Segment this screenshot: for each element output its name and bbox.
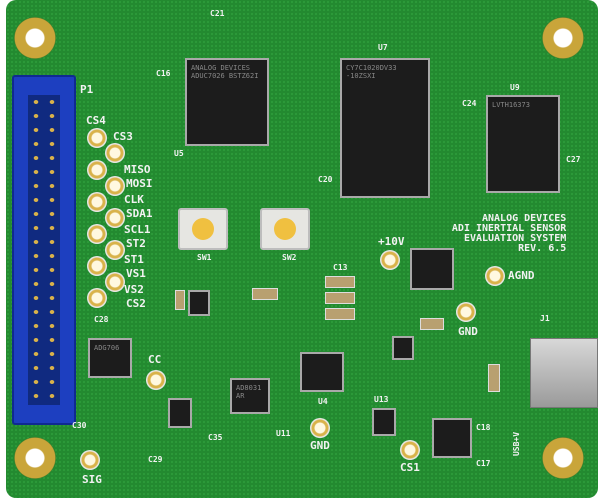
latch-u9: LVTH16373 [486,95,560,193]
chip-u1 [188,290,210,316]
ref-label: U13 [374,395,389,404]
switch-label: SW1 [197,253,212,262]
ref-label: C20 [318,175,333,184]
pin-label: SDA1 [126,207,153,220]
capacitor [488,364,500,392]
chip-marking: CY7C1020DV33 -10ZSXI [346,64,397,81]
usb-connector-j1[interactable] [530,338,598,408]
pin-label: VS1 [126,267,146,280]
chip-marking: ADG706 [94,344,120,352]
mounting-hole [542,17,584,59]
test-point [105,208,125,228]
chip-u13 [372,408,396,436]
test-point-gnd[interactable] [456,302,476,322]
capacitor [420,318,444,330]
ref-label: U11 [276,429,291,438]
test-point [87,288,107,308]
subtitle-text: EVALUATION SYSTEM [463,233,567,244]
capacitor [325,308,355,320]
ref-label: C27 [566,155,581,164]
test-point-cs1[interactable] [400,440,420,460]
ref-label: J1 [540,314,550,323]
mounting-hole [14,437,56,479]
power-label: GND [310,439,330,452]
pin-label: SCL1 [124,223,151,236]
power-label: GND [458,325,478,338]
ribbon-connector-p1 [12,75,76,425]
chip-u3 [392,336,414,360]
pin-label: VS2 [124,283,144,296]
chip-u4 [300,352,344,392]
test-point [105,272,125,292]
pin-label: CLK [124,193,144,206]
power-label: AGND [508,269,535,282]
chip-marking: AD8031 AR [236,384,262,401]
power-label: USB+V [512,431,522,457]
chip-u2 [410,248,454,290]
ref-label: C18 [476,423,491,432]
test-point-10v[interactable] [380,250,400,270]
pin-label: ST1 [124,253,144,266]
ref-label: C13 [333,263,348,272]
board-text: ANALOG DEVICES ADI INERTIAL SENSOR EVALU… [426,214,566,254]
push-button-sw1[interactable] [178,208,228,250]
title-text: ADI INERTIAL SENSOR [451,223,567,234]
power-label: +10V [378,235,405,248]
capacitor [325,276,355,288]
capacitor [252,288,278,300]
revision-text: REV. 6.5 [518,243,567,254]
mounting-hole [14,17,56,59]
pin-label: MOSI [126,177,153,190]
chip-u12 [432,418,472,458]
ref-label: C17 [476,459,491,468]
test-point-sig[interactable] [80,450,100,470]
pin-label: CS3 [113,130,133,143]
pin-label: CS4 [86,114,106,127]
ref-label: U4 [318,397,328,406]
capacitor [175,290,185,310]
opamp-u11: AD8031 AR [230,378,270,414]
ref-label: U5 [174,149,184,158]
ref-label: C28 [94,315,109,324]
test-point [105,143,125,163]
ref-label: C21 [210,9,225,18]
ref-label: U9 [510,83,520,92]
test-point [87,256,107,276]
ref-label: U7 [378,43,388,52]
connector-label: P1 [80,83,94,96]
ref-label: C35 [208,433,223,442]
test-point [87,192,107,212]
connector-pins [28,95,60,405]
pin-label: CS2 [126,297,146,310]
test-point-gnd[interactable] [310,418,330,438]
power-label: CC [148,353,162,366]
brand-text: ANALOG DEVICES [482,213,567,224]
switch-label: SW2 [282,253,297,262]
mounting-hole [542,437,584,479]
test-point [87,224,107,244]
test-point-cc[interactable] [146,370,166,390]
mux-u8: ADG706 [88,338,132,378]
test-point [105,240,125,260]
push-button-sw2[interactable] [260,208,310,250]
test-point-agnd[interactable] [485,266,505,286]
pin-label: MISO [124,163,151,176]
power-label: CS1 [400,461,420,474]
microcontroller-u5: ANALOG DEVICES ADUC7026 BSTZ62I [185,58,269,146]
chip-u10 [168,398,192,428]
test-point [105,176,125,196]
chip-marking: ANALOG DEVICES ADUC7026 BSTZ62I [191,64,259,81]
ref-label: C29 [148,455,163,464]
capacitor [325,292,355,304]
ref-label: C24 [462,99,477,108]
ref-label: C30 [72,421,87,430]
test-point [87,160,107,180]
sram-u7: CY7C1020DV33 -10ZSXI [340,58,430,198]
chip-marking: LVTH16373 [492,101,530,109]
power-label: SIG [82,473,102,486]
pin-label: ST2 [126,237,146,250]
ref-label: C16 [156,69,171,78]
test-point [87,128,107,148]
